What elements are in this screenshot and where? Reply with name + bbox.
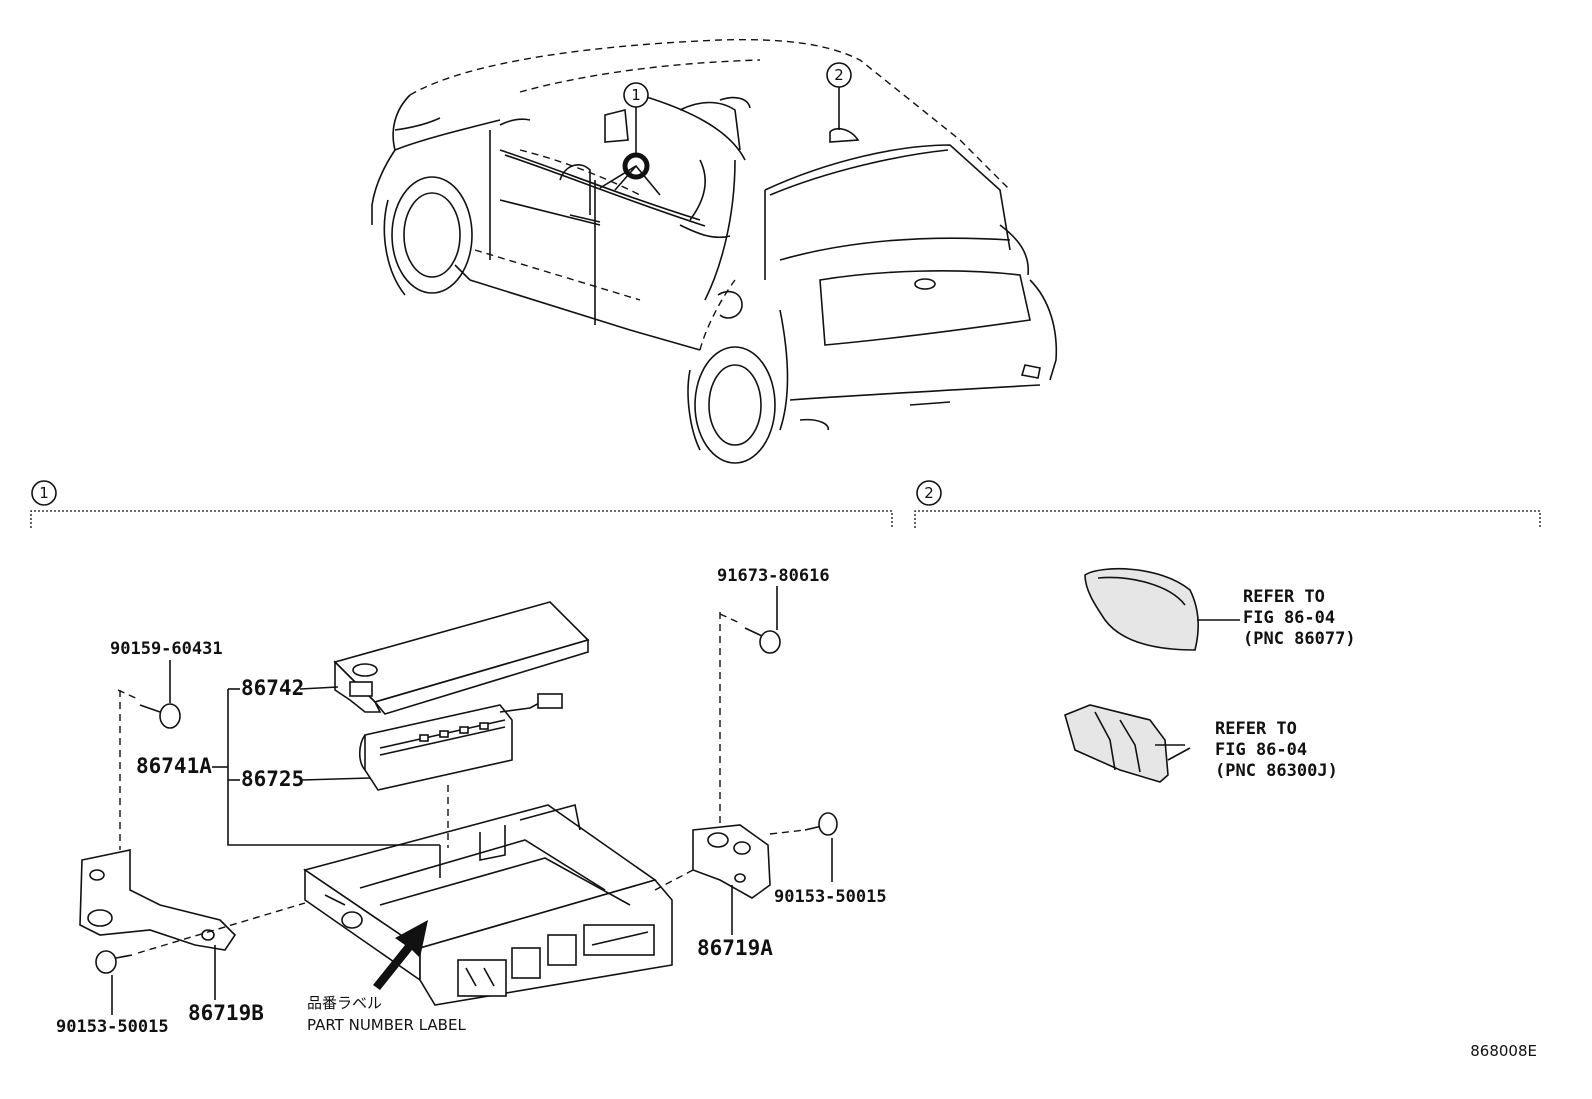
section-2-header: 2 xyxy=(914,480,1541,528)
leader-lines xyxy=(111,586,833,1015)
screw-90153-50015-right-drawing xyxy=(804,812,838,836)
part-number-label-japanese: 品番ラベル xyxy=(307,994,382,1012)
svg-text:FIG 86-04: FIG 86-04 xyxy=(1215,740,1307,760)
bracket-86719B-drawing xyxy=(79,849,237,951)
part-number-86742: 86742 xyxy=(241,676,304,700)
svg-text:1: 1 xyxy=(631,86,641,104)
part-number-90159-60431: 90159-60431 xyxy=(110,639,223,659)
assembly-dashed-lines xyxy=(117,612,806,954)
screw-91673-80616-drawing xyxy=(744,627,781,654)
svg-text:2: 2 xyxy=(924,484,934,502)
svg-text:1: 1 xyxy=(39,484,49,502)
part-number-86725: 86725 xyxy=(241,767,304,791)
cover-86742-drawing xyxy=(333,601,590,715)
chassis-drawing xyxy=(303,804,673,1006)
section-1-header: 1 xyxy=(30,480,893,528)
callout-1-vehicle: 1 xyxy=(623,82,649,108)
vehicle-illustration xyxy=(371,38,1058,464)
svg-text:(PNC 86077): (PNC 86077) xyxy=(1243,629,1356,649)
part-number-91673-80616: 91673-80616 xyxy=(717,566,830,586)
svg-text:REFER TO: REFER TO xyxy=(1215,719,1297,739)
antenna-drawing xyxy=(1084,567,1240,651)
part-number-86719A: 86719A xyxy=(697,936,773,960)
callout-2-vehicle: 2 xyxy=(826,62,852,88)
part-number-86719B: 86719B xyxy=(188,1001,264,1025)
screw-90153-50015-left-drawing xyxy=(95,950,133,974)
amplifier-drawing xyxy=(1064,704,1191,783)
svg-text:REFER TO: REFER TO xyxy=(1243,587,1325,607)
bracket-86719A-drawing xyxy=(692,824,771,899)
svg-text:2: 2 xyxy=(834,66,844,84)
part-number-90153-50015-right: 90153-50015 xyxy=(774,887,887,907)
refer-amplifier-note: REFER TO FIG 86-04 (PNC 86300J) xyxy=(1215,719,1338,781)
svg-text:(PNC 86300J): (PNC 86300J) xyxy=(1215,761,1338,781)
refer-antenna-note: REFER TO FIG 86-04 (PNC 86077) xyxy=(1243,587,1356,649)
screw-90159-60431-drawing xyxy=(139,703,181,729)
figure-code: 868008E xyxy=(1470,1042,1537,1060)
part-number-90153-50015-left: 90153-50015 xyxy=(56,1017,169,1037)
part-number-86741A: 86741A xyxy=(136,754,212,778)
module-86725-drawing xyxy=(358,693,563,791)
part-number-label-arrow xyxy=(373,920,428,990)
svg-text:FIG 86-04: FIG 86-04 xyxy=(1243,608,1335,628)
part-number-label-english: PART NUMBER LABEL xyxy=(307,1016,466,1034)
